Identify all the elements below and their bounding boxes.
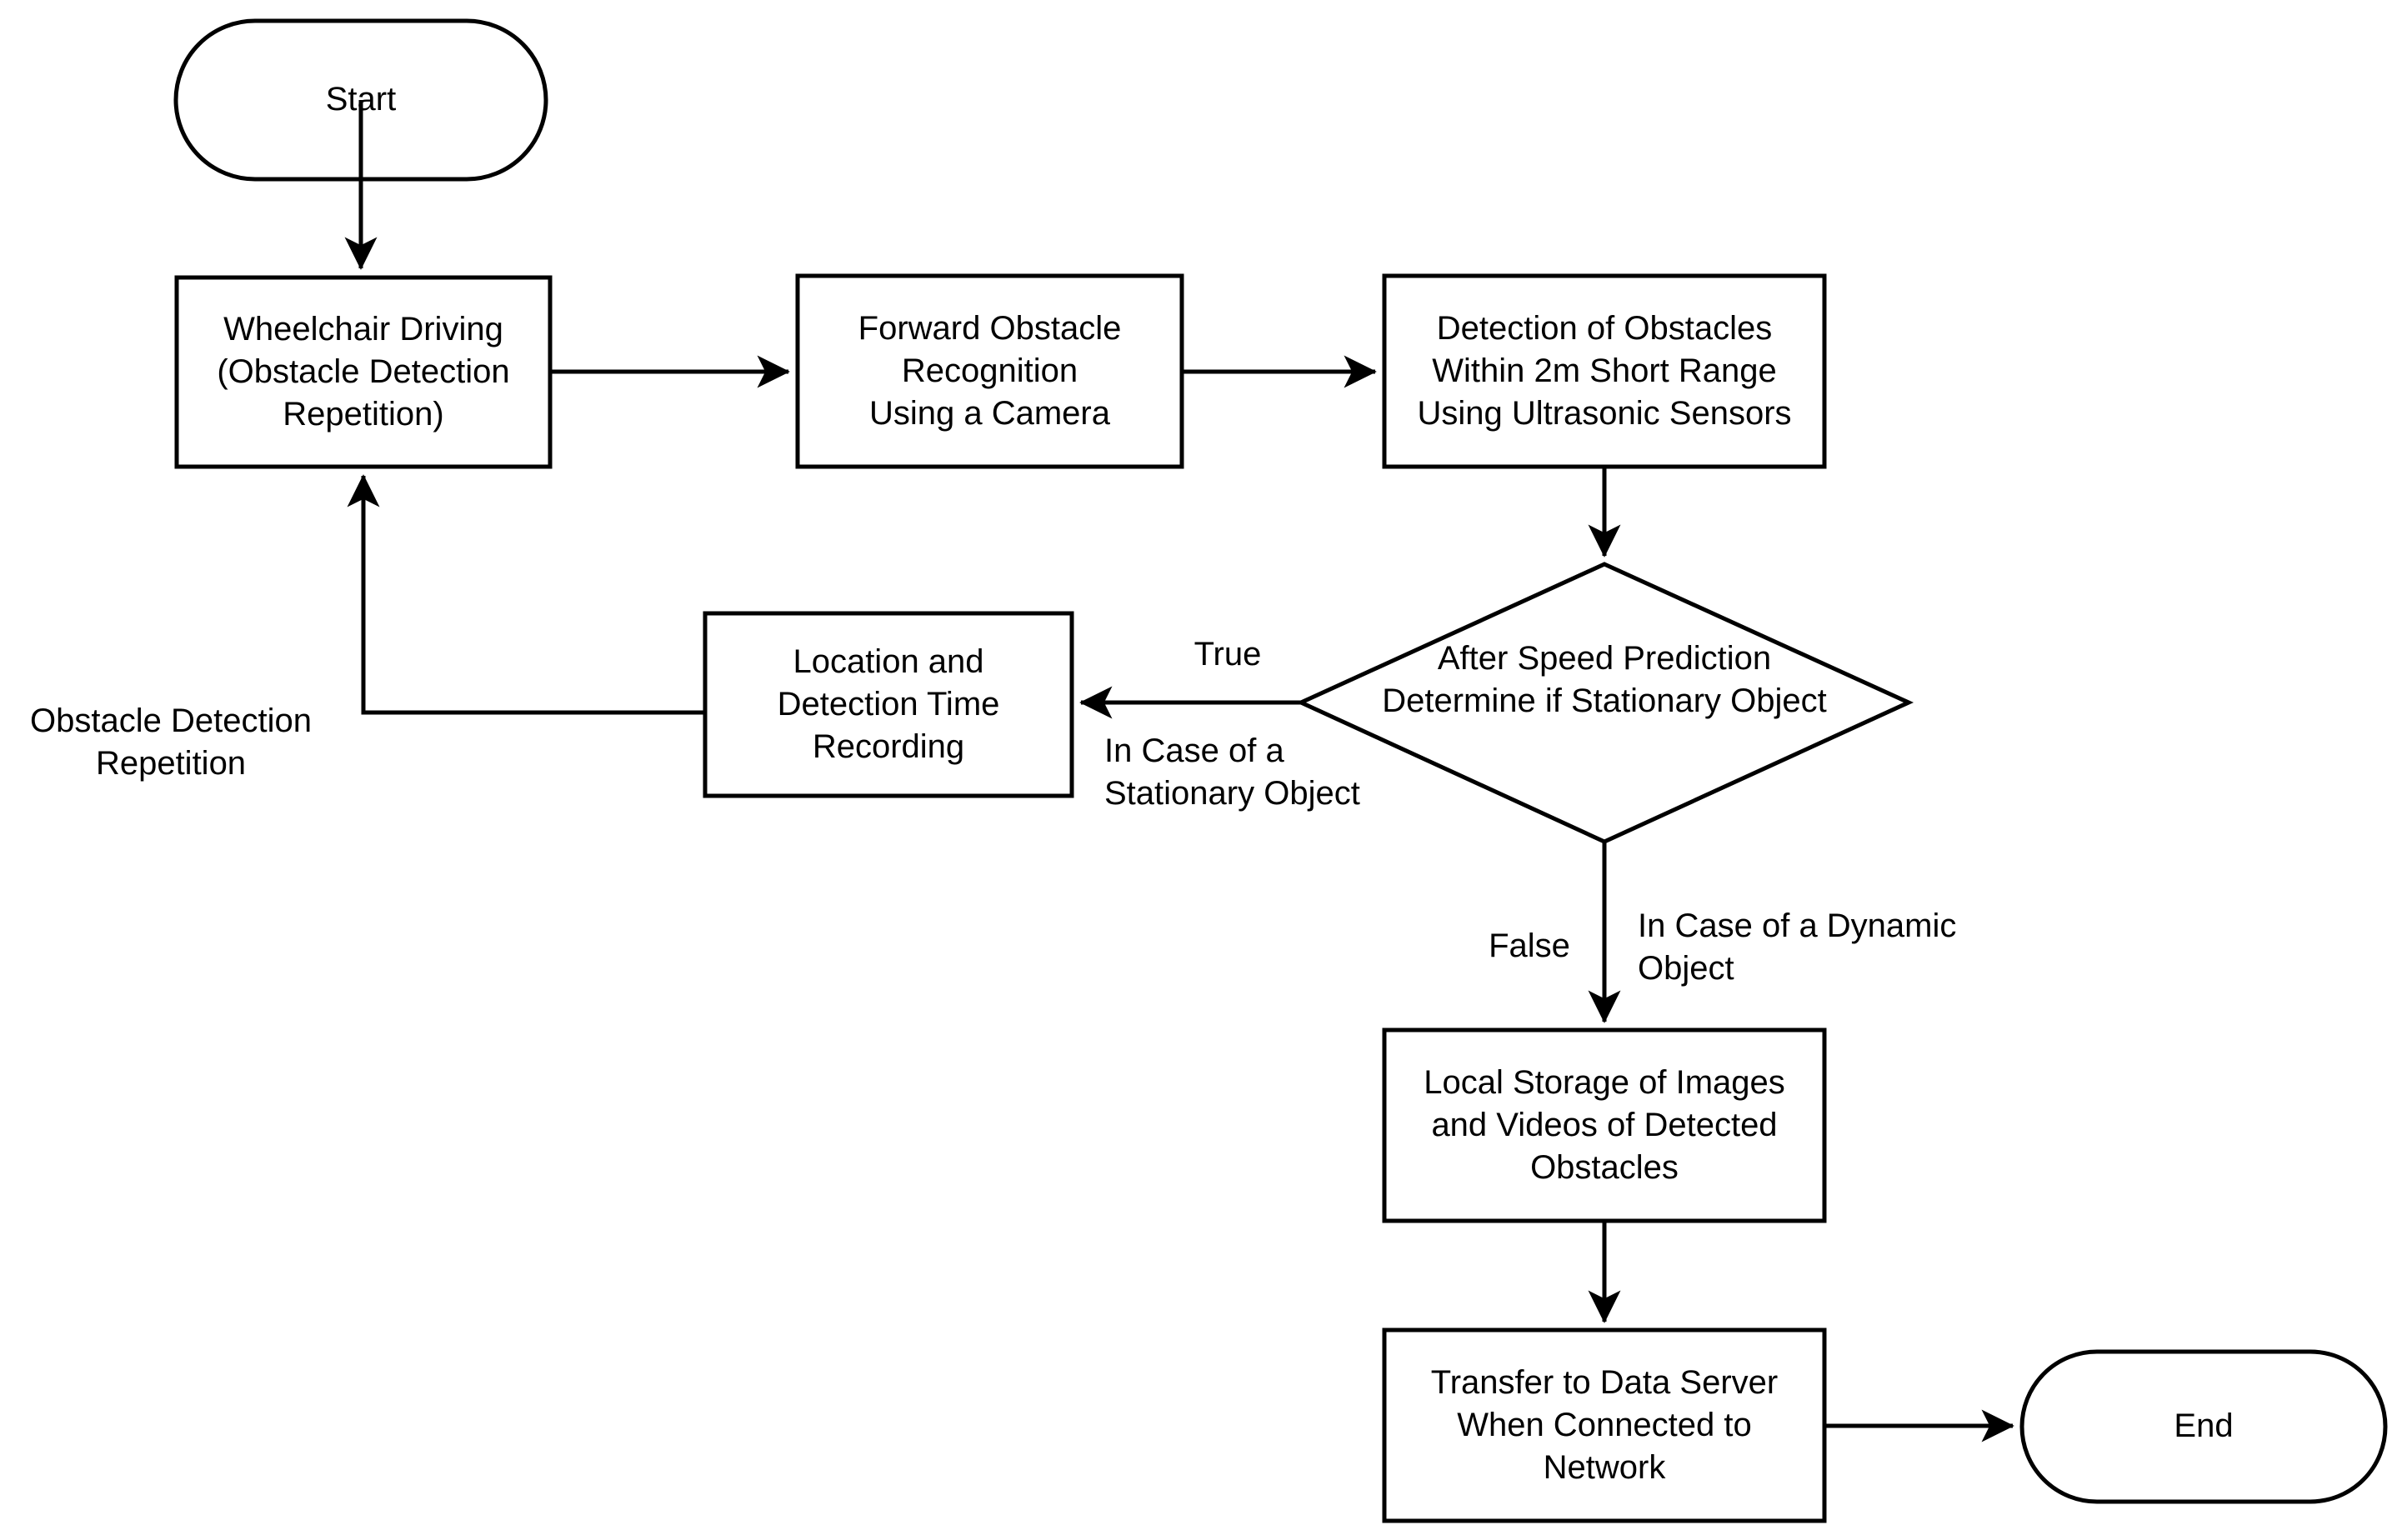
start-node[interactable] xyxy=(176,21,546,179)
edge-label-dynamic-note: In Case of a Dynamic Object xyxy=(1638,908,1957,988)
transfer-server-node[interactable] xyxy=(1384,1330,1824,1521)
edge-label-stationary-note: In Case of a Stationary Object xyxy=(1104,732,1360,812)
local-storage-shape[interactable] xyxy=(1382,1028,1827,1223)
end-node[interactable] xyxy=(2022,1352,2385,1502)
end-shape[interactable] xyxy=(2019,1349,2388,1504)
forward-recognition-shape[interactable] xyxy=(795,273,1184,469)
wheelchair-driving-shape[interactable] xyxy=(174,275,553,469)
transfer-server-shape[interactable] xyxy=(1382,1328,1827,1523)
local-storage-node[interactable] xyxy=(1384,1030,1824,1221)
edge-location-loopback-to-wheelchair xyxy=(347,474,705,715)
wheelchair-driving-node[interactable] xyxy=(177,278,550,467)
location-recording-shape[interactable] xyxy=(703,611,1074,798)
ultrasonic-detection-shape[interactable] xyxy=(1382,273,1827,469)
edge-label-true: True xyxy=(1193,636,1262,672)
location-recording-node[interactable] xyxy=(705,613,1072,796)
edge-label-false: False xyxy=(1489,928,1570,964)
speed-decision-node[interactable] xyxy=(1301,564,1909,842)
ultrasonic-detection-node[interactable] xyxy=(1384,276,1824,467)
edge-label-loopback: Obstacle Detection Repetition xyxy=(30,702,312,782)
forward-recognition-node[interactable] xyxy=(798,276,1182,467)
